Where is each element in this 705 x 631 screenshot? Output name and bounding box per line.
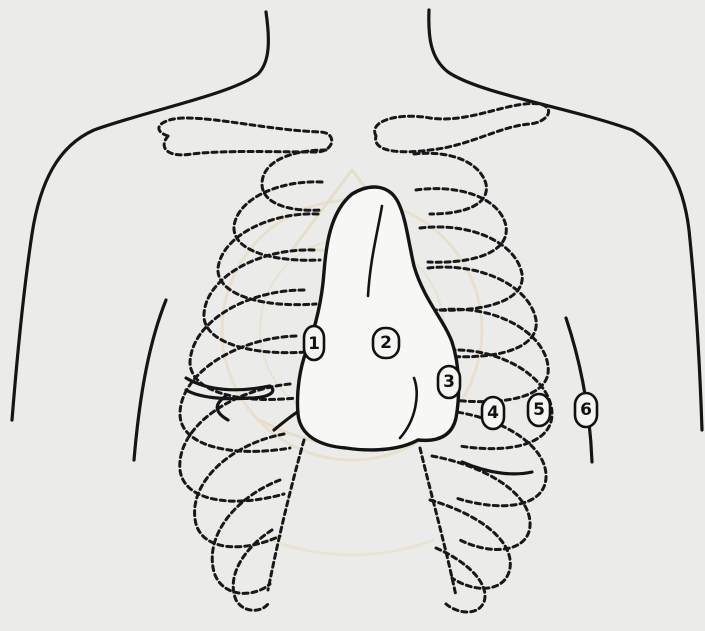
- lead-v2-label: 2: [380, 333, 392, 353]
- lead-v5: 5: [528, 394, 550, 426]
- neck-left-outline: [12, 12, 268, 420]
- lead-v6-label: 6: [580, 400, 592, 420]
- rib-right-3: [420, 227, 522, 310]
- clavicle-right: [375, 104, 549, 152]
- lead-v5-label: 5: [533, 400, 545, 420]
- rib-right-1: [414, 153, 486, 214]
- rib-left-7: [180, 384, 290, 501]
- neck-right-outline: [429, 10, 702, 430]
- lead-v3-label: 3: [443, 372, 455, 392]
- lead-v1-label: 1: [308, 334, 320, 354]
- rib-right-10: [436, 548, 485, 612]
- left-arm-inner-outline: [134, 300, 166, 460]
- lead-v4: 4: [482, 397, 504, 429]
- rib-left-1: [262, 150, 326, 210]
- clavicles: [159, 104, 549, 155]
- lead-v2: 2: [373, 328, 399, 358]
- right-arm-inner-outline: [566, 318, 592, 462]
- lead-v1: 1: [304, 326, 324, 360]
- lead-v4-label: 4: [487, 403, 499, 423]
- clavicle-left: [159, 118, 332, 155]
- lead-v6: 6: [575, 393, 597, 427]
- costal-margin-right: [420, 448, 456, 596]
- lead-v3: 3: [438, 366, 460, 398]
- costal-margin-left: [268, 440, 304, 590]
